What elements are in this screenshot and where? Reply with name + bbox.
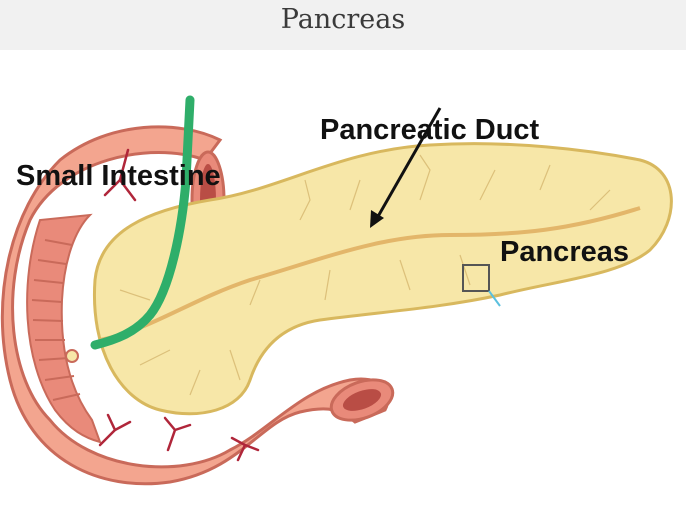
pancreas-diagram: Small Intestine Pancreatic Duct Pancreas [0,50,686,506]
page-title: Pancreas [0,4,686,35]
label-pancreas: Pancreas [500,236,629,269]
label-small-intestine: Small Intestine [16,160,221,193]
label-pancreatic-duct: Pancreatic Duct [320,114,539,147]
